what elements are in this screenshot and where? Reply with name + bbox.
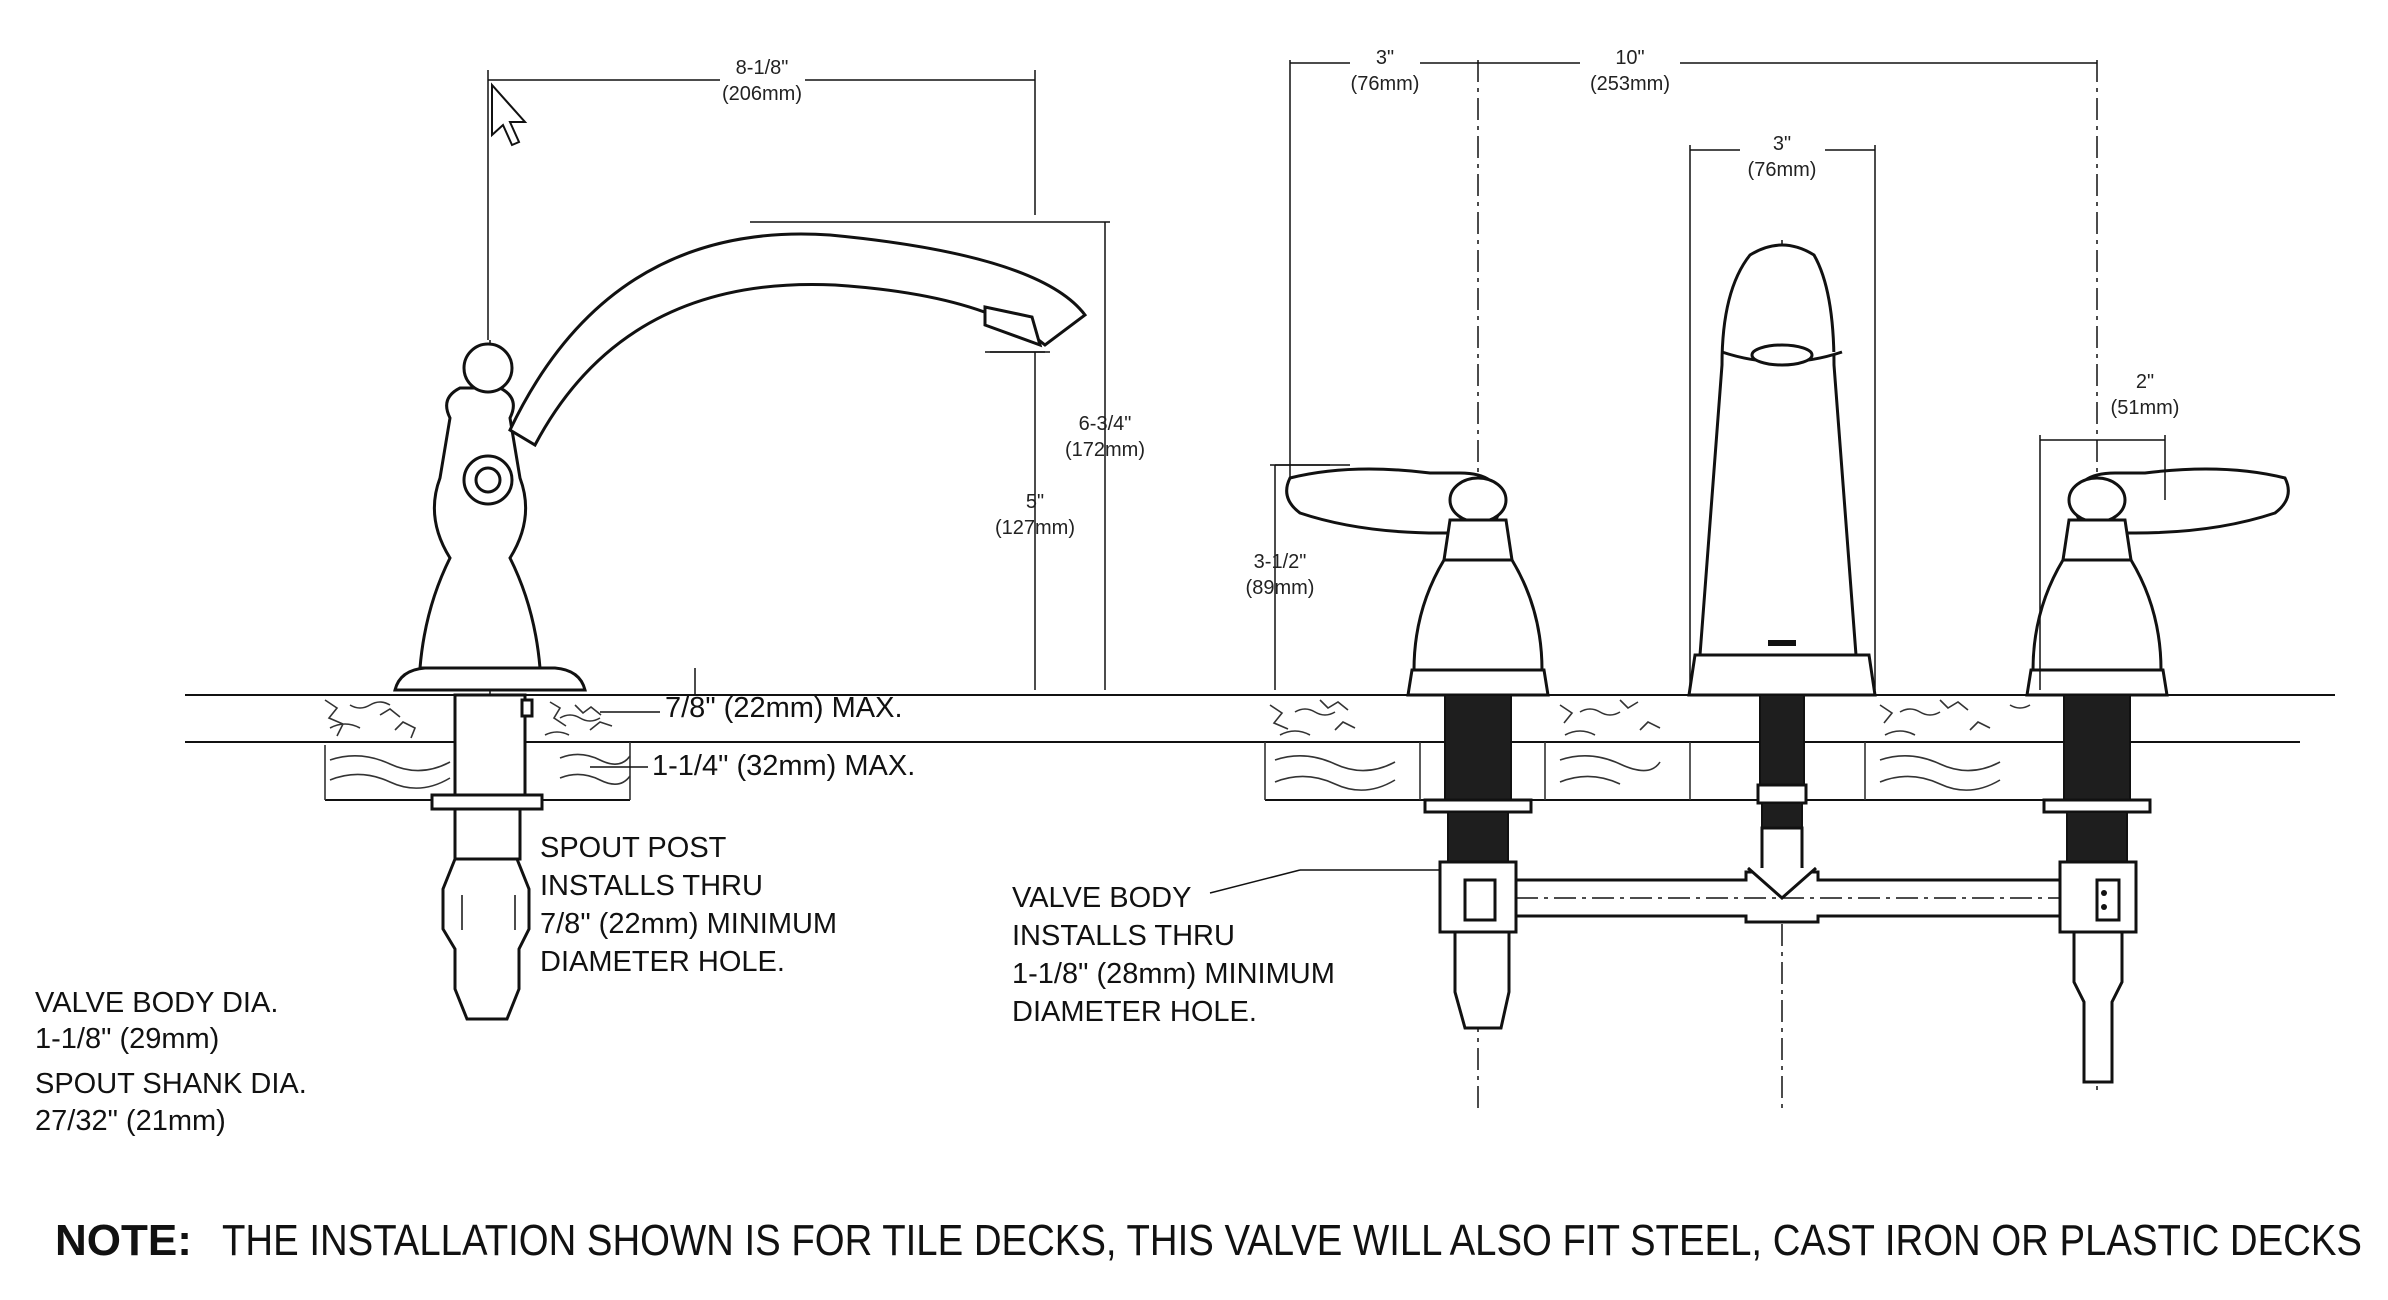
left-handle	[1285, 60, 1550, 1110]
dim-handle-height-mm: (89mm)	[1246, 577, 1315, 599]
note-label: NOTE:	[55, 1216, 192, 1265]
dim-spout-reach-mm: (206mm)	[722, 83, 802, 105]
note-text: THE INSTALLATION SHOWN IS FOR TILE DECKS…	[222, 1216, 2362, 1265]
dim-spout-total-height-in: 6-3/4"	[1079, 413, 1132, 435]
spec-valve-body-label: VALVE BODY DIA.	[35, 987, 278, 1019]
mouse-cursor-icon	[491, 82, 528, 147]
spout-post-line-1: SPOUT POST	[540, 832, 727, 864]
dim-spout-total-height-mm: (172mm)	[1065, 439, 1145, 461]
dim-center-spread-in: 10"	[1615, 47, 1644, 69]
spout-post-callout: SPOUT POST INSTALLS THRU 7/8" (22mm) MIN…	[540, 832, 837, 978]
valve-body-line-3: 1-1/8" (28mm) MINIMUM	[1012, 958, 1335, 990]
dim-handle-base-in: 2"	[2136, 371, 2154, 393]
spout-post-line-3: 7/8" (22mm) MINIMUM	[540, 908, 837, 940]
faucet-dimension-lines	[1275, 60, 2166, 690]
right-handle	[2025, 60, 2290, 1090]
dim-spout-base-in: 3"	[1773, 133, 1791, 155]
dim-spout-outlet-height-in: 5"	[1026, 491, 1044, 513]
spout-side-view	[393, 232, 1088, 1021]
specs-block: VALVE BODY DIA. 1-1/8" (29mm) SPOUT SHAN…	[35, 987, 307, 1137]
deck-max-label: 7/8" (22mm) MAX.	[665, 692, 903, 724]
spout-post-line-2: INSTALLS THRU	[540, 870, 763, 902]
dim-handle-base-mm: (51mm)	[2111, 397, 2180, 419]
valve-body-line-4: DIAMETER HOLE.	[1012, 996, 1257, 1028]
mount-max-label: 1-1/4" (32mm) MAX.	[652, 750, 915, 782]
spout-dimension-lines	[487, 70, 1350, 695]
tile-texture-left	[324, 699, 631, 800]
valve-body-line-2: INSTALLS THRU	[1012, 920, 1235, 952]
deck-lines	[185, 694, 2335, 801]
spec-spout-shank-label: SPOUT SHANK DIA.	[35, 1068, 307, 1100]
dim-spout-base-mm: (76mm)	[1748, 159, 1817, 181]
dim-handle-offset-in: 3"	[1376, 47, 1394, 69]
dim-center-spread-mm: (253mm)	[1590, 73, 1670, 95]
dim-spout-outlet-height-mm: (127mm)	[995, 517, 1075, 539]
center-spout	[1687, 240, 1877, 1110]
spec-spout-shank-value: 27/32" (21mm)	[35, 1105, 226, 1137]
installation-note: NOTE: THE INSTALLATION SHOWN IS FOR TILE…	[55, 1216, 2362, 1265]
tile-texture-right	[1264, 699, 2066, 800]
dim-spout-reach-in: 8-1/8"	[736, 57, 789, 79]
spout-post-line-4: DIAMETER HOLE.	[540, 946, 785, 978]
valve-body-callout: VALVE BODY INSTALLS THRU 1-1/8" (28mm) M…	[1012, 869, 1440, 1028]
spec-valve-body-value: 1-1/8" (29mm)	[35, 1023, 219, 1055]
crossover-pipe	[1514, 866, 2062, 924]
dim-handle-offset-mm: (76mm)	[1351, 73, 1420, 95]
dim-handle-height-in: 3-1/2"	[1254, 551, 1307, 573]
valve-body-line-1: VALVE BODY	[1012, 882, 1191, 914]
